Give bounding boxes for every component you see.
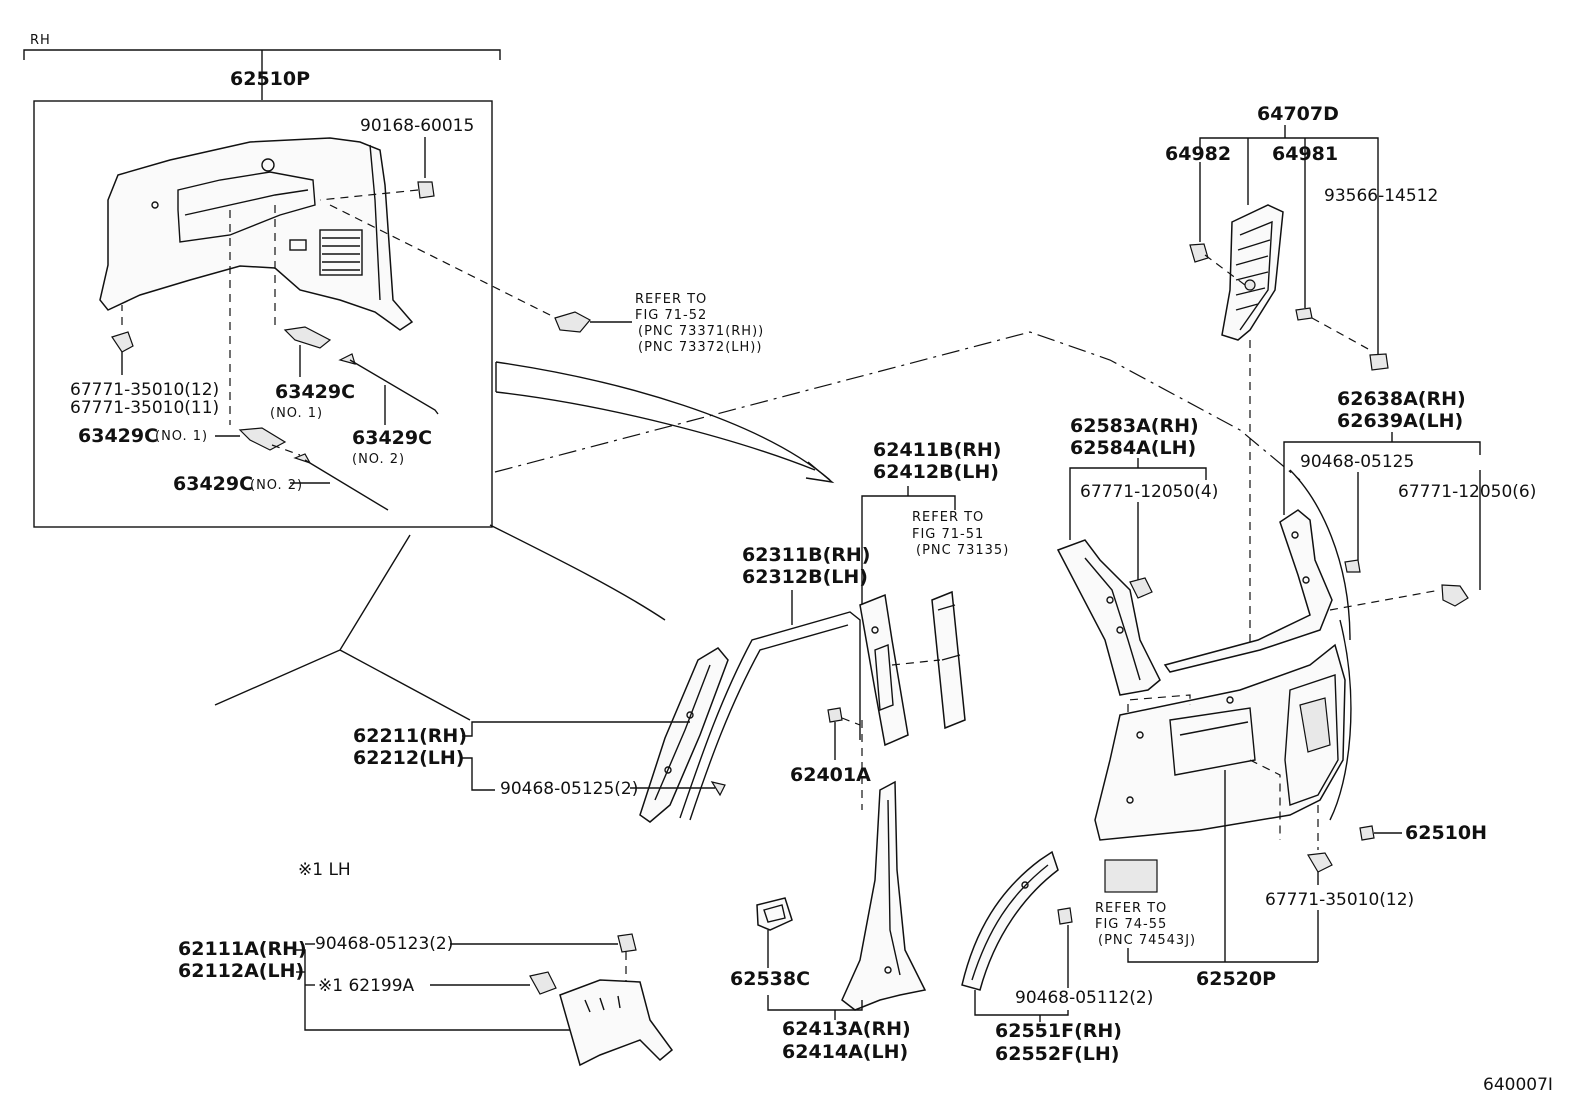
pad-62538C [756, 897, 793, 931]
part-63429C-d[interactable]: 63429C [173, 473, 253, 495]
part-67771-35010-12[interactable]: 67771-35010(12) [70, 380, 219, 400]
note-1-lh: ※1 LH [298, 860, 351, 880]
light-icon [554, 311, 591, 333]
part-63429C-a[interactable]: 63429C [275, 381, 355, 403]
part-62312B[interactable]: 62312B(LH) [742, 566, 868, 588]
part-62112A[interactable]: 62112A(LH) [178, 960, 304, 982]
center-pillar-trim [859, 593, 909, 747]
part-62520P[interactable]: 62520P [1196, 968, 1276, 990]
rh-label: RH [30, 33, 51, 48]
part-63429C-c[interactable]: 63429C [78, 425, 158, 447]
back-door-trim [1163, 509, 1333, 673]
no1b-label: (NO. 1) [155, 429, 208, 444]
lower-center-pillar [841, 780, 927, 1011]
luggage-trim-panel [1094, 643, 1346, 841]
part-62413A[interactable]: 62413A(RH) [782, 1018, 911, 1040]
part-63429C-b[interactable]: 63429C [352, 427, 432, 449]
quarter-pillar-trim [1056, 539, 1161, 696]
part-64707D[interactable]: 64707D [1257, 103, 1339, 125]
part-64982[interactable]: 64982 [1165, 143, 1231, 165]
part-62411B[interactable]: 62411B(RH) [873, 439, 1001, 461]
pnc-73372: (PNC 73372(LH)) [638, 340, 762, 355]
screw-93566-icon [1369, 353, 1389, 371]
part-93566-14512[interactable]: 93566-14512 [1324, 186, 1438, 206]
part-62538C[interactable]: 62538C [730, 968, 810, 990]
part-67771-12050-4[interactable]: 67771-12050(4) [1080, 482, 1218, 502]
part-62583A[interactable]: 62583A(RH) [1070, 415, 1199, 437]
pnc-73135: (PNC 73135) [916, 543, 1009, 558]
fig-71-51[interactable]: FIG 71-51 [912, 527, 984, 542]
part-62199A[interactable]: ※1 62199A [318, 976, 415, 996]
cover-icon [1104, 859, 1158, 893]
screw-icon [417, 181, 435, 199]
clip-62401A-icon [827, 707, 843, 723]
part-62510P[interactable]: 62510P [230, 68, 310, 90]
part-62638A[interactable]: 62638A(RH) [1337, 388, 1466, 410]
direction-arrow [495, 361, 831, 481]
part-67771-35010-11[interactable]: 67771-35010(11) [70, 398, 219, 418]
part-67771-35010-12b[interactable]: 67771-35010(12) [1265, 890, 1414, 910]
part-90468-05125-a[interactable]: 90468-05125 [1300, 452, 1414, 472]
quarter-trim-panel [99, 137, 414, 331]
detail-box [33, 100, 493, 528]
clip-62583-icon [1129, 577, 1153, 599]
clip-62199A-icon [529, 971, 557, 995]
part-62551F[interactable]: 62551F(RH) [995, 1020, 1122, 1042]
clip-67771-icon [1441, 584, 1469, 607]
cowl-side-trim [559, 979, 674, 1067]
ref-label-3: REFER TO [1095, 901, 1167, 916]
roof-side-weatherstrip [679, 611, 861, 821]
clip-no1-icon [283, 326, 332, 349]
clip-icon-b [1344, 559, 1361, 573]
pnc-73371: (PNC 73371(RH)) [638, 324, 764, 339]
figure-code: 640007I [1483, 1075, 1553, 1095]
front-pillar-trim [639, 647, 729, 823]
part-62412B[interactable]: 62412B(LH) [873, 461, 999, 483]
part-62212[interactable]: 62212(LH) [353, 747, 464, 769]
clip-90468-icon [710, 781, 726, 797]
fig-71-52[interactable]: FIG 71-52 [635, 308, 707, 323]
part-62401A[interactable]: 62401A [790, 764, 871, 786]
ref-label-1: REFER TO [635, 292, 707, 307]
part-62211[interactable]: 62211(RH) [353, 725, 467, 747]
clip-64981-icon [1295, 307, 1313, 321]
clip-no1b-icon [238, 427, 287, 451]
seatbelt-cover [931, 590, 966, 730]
pnc-74543: (PNC 74543J) [1098, 933, 1196, 948]
clip-67771-b-icon [1307, 852, 1333, 873]
ref-label-2: REFER TO [912, 510, 984, 525]
screw-62510H-icon [1359, 825, 1375, 841]
part-90468-05112[interactable]: 90468-05112(2) [1015, 988, 1153, 1008]
part-62639A[interactable]: 62639A(LH) [1337, 410, 1463, 432]
part-64981[interactable]: 64981 [1272, 143, 1338, 165]
clip-no2-icon [338, 353, 356, 365]
grille-panel [1221, 204, 1284, 341]
part-62510H[interactable]: 62510H [1405, 822, 1487, 844]
scuff-plate [961, 850, 1059, 991]
part-90468-05125-2[interactable]: 90468-05125(2) [500, 779, 638, 799]
part-62414A[interactable]: 62414A(LH) [782, 1041, 908, 1063]
part-62111A[interactable]: 62111A(RH) [178, 938, 307, 960]
clip-90468-05123-icon [617, 933, 637, 953]
clip-icon [111, 331, 134, 353]
part-62311B[interactable]: 62311B(RH) [742, 544, 870, 566]
fig-74-55[interactable]: FIG 74-55 [1095, 917, 1167, 932]
part-67771-12050-6[interactable]: 67771-12050(6) [1398, 482, 1536, 502]
part-62552F[interactable]: 62552F(LH) [995, 1043, 1119, 1065]
part-90468-05123[interactable]: 90468-05123(2) [315, 934, 453, 954]
vehicle-outline [494, 331, 1301, 481]
clip-90468-05112-icon [1057, 907, 1073, 925]
no1-label: (NO. 1) [270, 406, 323, 421]
clip-64982-icon [1189, 243, 1209, 263]
no2-label: (NO. 2) [352, 452, 405, 467]
no2b-label: (NO. 2) [250, 478, 303, 493]
part-90168-60015[interactable]: 90168-60015 [360, 116, 474, 136]
part-62584A[interactable]: 62584A(LH) [1070, 437, 1196, 459]
